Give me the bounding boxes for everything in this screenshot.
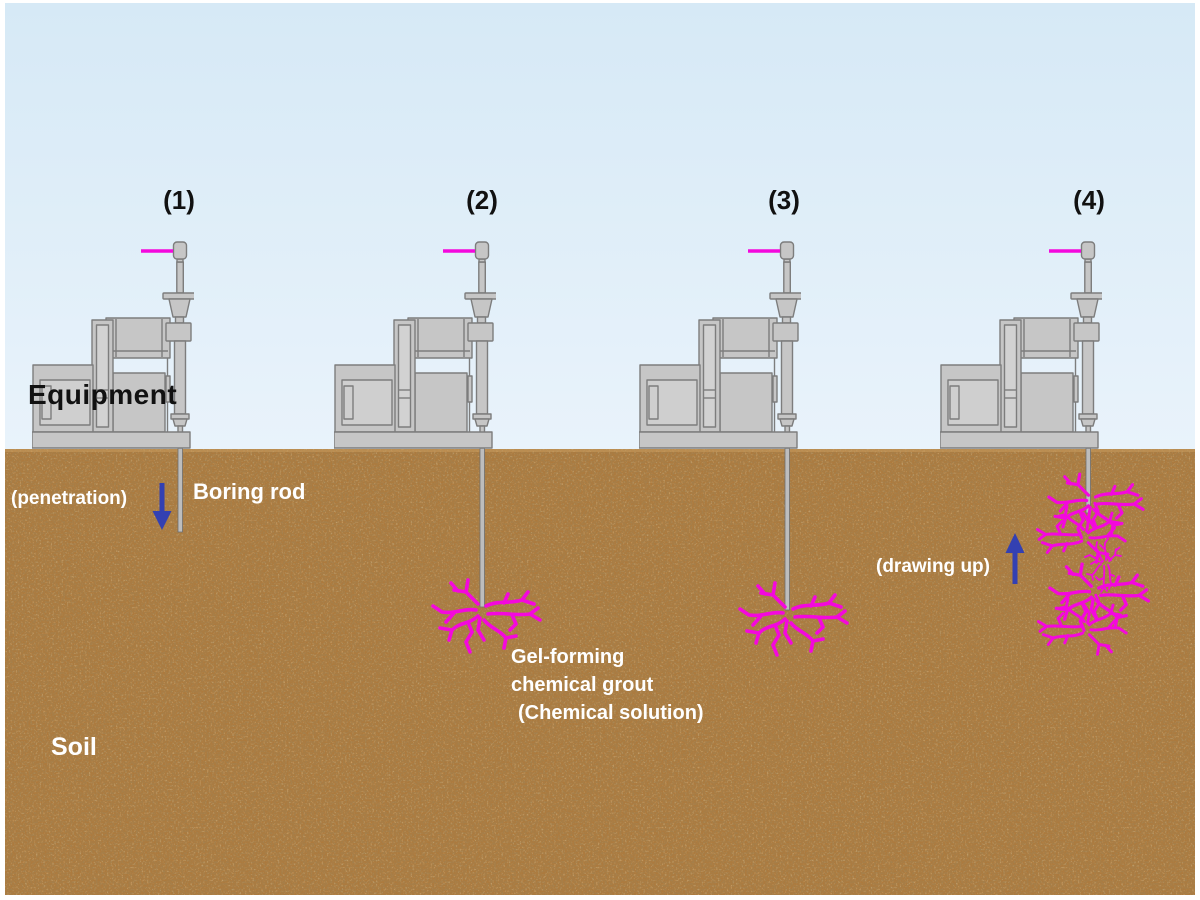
soil-label: Soil	[51, 733, 97, 761]
boring-rod-label: Boring rod	[193, 479, 306, 504]
boring-rod-stage4	[1085, 447, 1091, 514]
penetration-down-arrow-icon	[152, 483, 172, 530]
grout-label-line2: chemical grout	[511, 674, 654, 696]
boring-rod-stage1	[177, 447, 183, 533]
stage-label-1: (1)	[163, 185, 195, 215]
grout-label-line1: Gel-forming	[511, 646, 625, 668]
grout-label: Gel-forming chemical grout (Chemical sol…	[511, 643, 704, 727]
boring-rod-stage2	[479, 447, 485, 608]
stage-label-2: (2)	[466, 185, 498, 215]
boring-rod-stage3	[784, 447, 790, 611]
grout-label-line3: (Chemical solution)	[518, 702, 704, 724]
soil-ground	[5, 449, 1195, 895]
drawing-up-label: (drawing up)	[876, 556, 990, 577]
stage-label-4: (4)	[1073, 185, 1105, 215]
drawing-up-arrow-icon	[1005, 533, 1025, 584]
penetration-label: (penetration)	[11, 488, 128, 509]
equipment-label: Equipment	[28, 379, 178, 410]
stage-label-3: (3)	[768, 185, 800, 215]
